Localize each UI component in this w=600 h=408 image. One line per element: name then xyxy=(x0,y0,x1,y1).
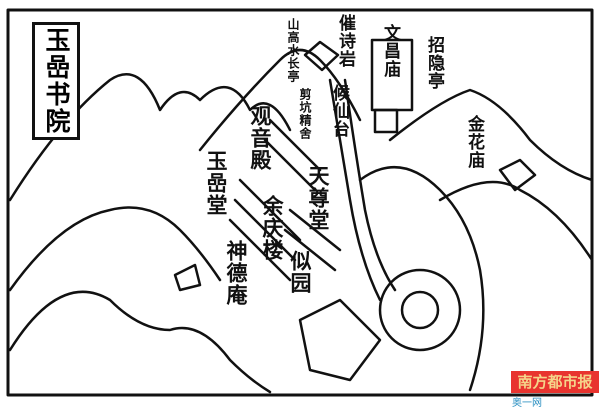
website-logo: 奥一网 oeeee.com xyxy=(512,398,542,408)
label-wenchangmiao: 文昌庙 xyxy=(380,24,400,78)
label-guanyindian: 观音殿 xyxy=(248,105,273,171)
label-cuishiyan: 催诗岩 xyxy=(335,14,355,68)
hill-right xyxy=(358,165,485,392)
round-courtyard xyxy=(378,268,462,352)
mountain-bottom xyxy=(8,290,272,394)
label-houxiantai: 候仙台 xyxy=(329,84,349,138)
frame xyxy=(6,8,594,397)
label-yuyantang: 玉嵒堂 xyxy=(204,150,229,216)
mountain-right xyxy=(388,88,594,182)
label-zhaoyinting: 招隐亭 xyxy=(424,36,444,90)
pavilion xyxy=(303,40,340,72)
courtyard-wall xyxy=(298,298,382,382)
label-siyuan: 似园 xyxy=(288,250,313,294)
label-tianzuntang: 天尊堂 xyxy=(306,165,331,231)
label-jinhuamiao: 金花庙 xyxy=(464,115,484,169)
mountain-right-low xyxy=(438,180,594,262)
newspaper-logo: 南方都市报 xyxy=(511,371,599,393)
buildings-left xyxy=(228,118,322,282)
label-yuqinglou: 余庆楼 xyxy=(260,195,285,261)
buildings-right xyxy=(283,208,342,272)
stream xyxy=(328,78,397,302)
mountain-left-low xyxy=(8,206,222,292)
label-jingshe: 剪坑精舍 xyxy=(298,88,312,140)
label-shendean: 神德庵 xyxy=(224,240,249,306)
label-shangaoshuichangting: 山高水长亭 xyxy=(286,18,300,83)
map-title: 玉嵒书院 xyxy=(42,27,71,135)
jinhua-temple-building xyxy=(498,158,537,192)
mountain-center xyxy=(198,48,362,152)
rock xyxy=(173,263,202,292)
title-box: 玉嵒书院 xyxy=(32,22,80,140)
